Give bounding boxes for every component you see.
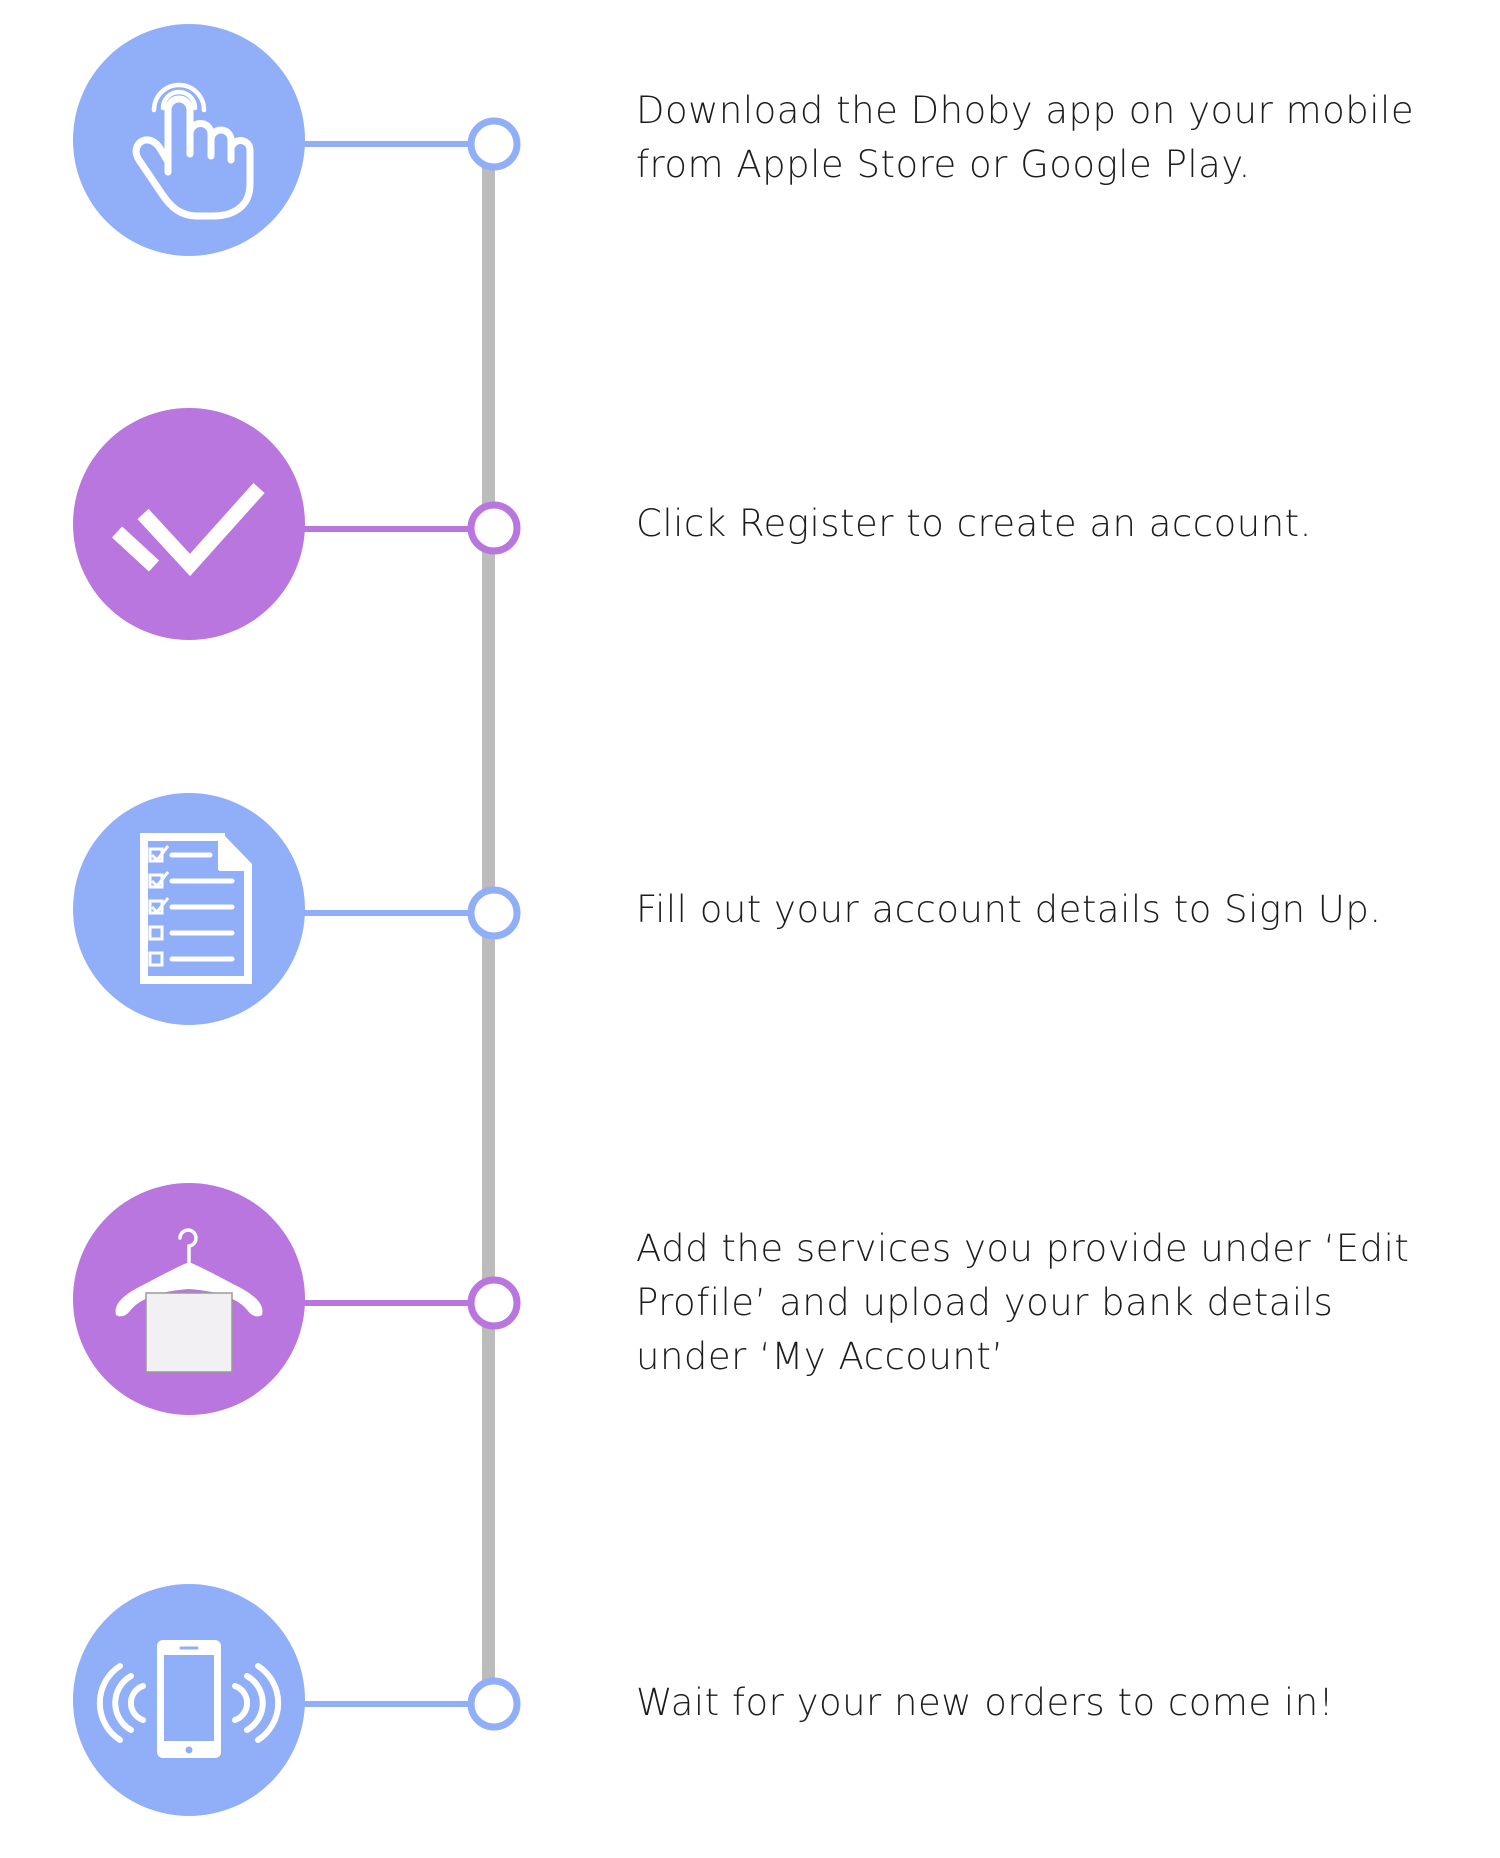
step-4-text: Add the services you provide under ‘Edit… (636, 1227, 1410, 1378)
step-5-node (467, 1677, 521, 1731)
phone-vibrating-icon (96, 1640, 282, 1758)
step-3-node (467, 886, 521, 940)
step-2 (73, 408, 521, 640)
step-3-text: Fill out your account details to Sign Up… (636, 888, 1382, 931)
step-4-node (467, 1276, 521, 1330)
step-1 (73, 24, 521, 256)
double-check-icon (111, 482, 265, 577)
step-4 (73, 1183, 521, 1415)
clothes-hanger-icon (115, 1228, 263, 1373)
checklist-document-icon (140, 833, 252, 984)
tap-hand-icon (132, 82, 254, 220)
step-5 (73, 1584, 521, 1816)
step-2-text: Click Register to create an account. (636, 502, 1312, 545)
step-3 (73, 793, 521, 1025)
step-2-icon-circle (73, 408, 305, 640)
step-5-text: Wait for your new orders to come in! (636, 1681, 1334, 1724)
step-2-node (467, 501, 521, 555)
step-1-node (467, 117, 521, 171)
step-1-text: Download the Dhoby app on your mobile fr… (636, 89, 1415, 186)
